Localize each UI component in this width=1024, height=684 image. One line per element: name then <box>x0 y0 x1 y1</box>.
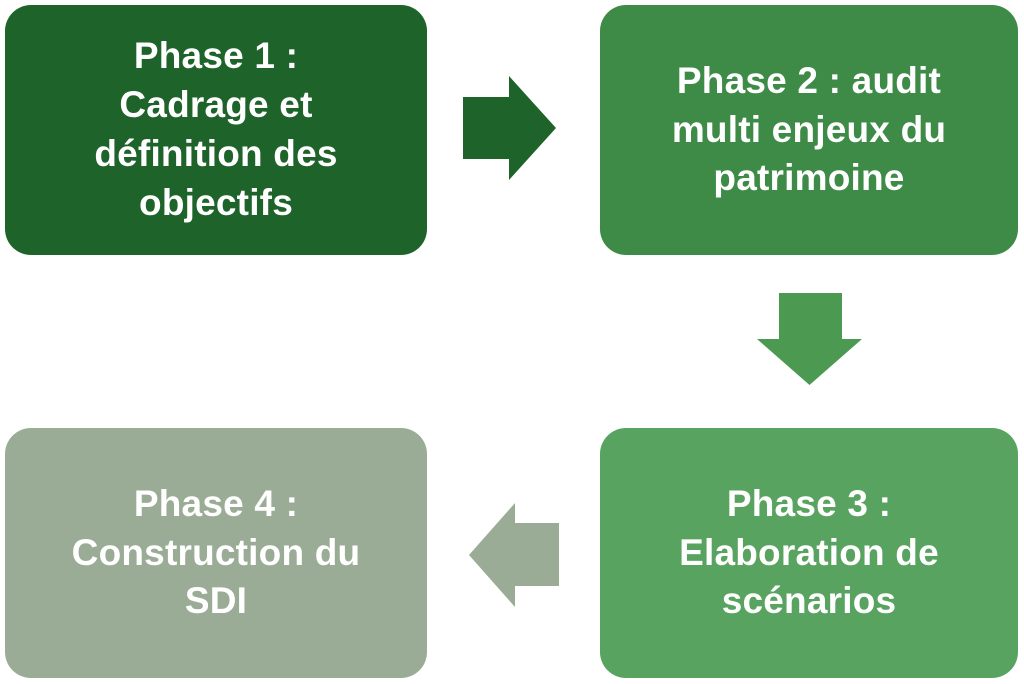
arrow-right-phase1-to-phase2 <box>463 76 556 180</box>
phase-4-label: Phase 4 : Construction du SDI <box>71 482 361 622</box>
down-arrow-icon <box>757 293 862 385</box>
left-arrow-shape <box>469 503 559 607</box>
down-arrow-shape <box>757 293 862 385</box>
phase-1-label: Phase 1 : Cadrage et définition des obje… <box>94 35 338 223</box>
phase-3-box: Phase 3 : Elaboration de scénarios <box>600 428 1018 678</box>
arrow-left-phase3-to-phase4 <box>469 503 559 607</box>
right-arrow-icon <box>463 76 556 180</box>
phase-3-label: Phase 3 : Elaboration de scénarios <box>679 482 939 622</box>
arrow-down-phase2-to-phase3 <box>757 293 862 385</box>
phase-4-box: Phase 4 : Construction du SDI <box>5 428 427 678</box>
left-arrow-icon <box>469 503 559 607</box>
phase-1-box: Phase 1 : Cadrage et définition des obje… <box>5 5 427 255</box>
right-arrow-shape <box>463 76 556 180</box>
phase-2-box: Phase 2 : audit multi enjeux du patrimoi… <box>600 5 1018 255</box>
phase-2-label: Phase 2 : audit multi enjeux du patrimoi… <box>671 59 947 199</box>
